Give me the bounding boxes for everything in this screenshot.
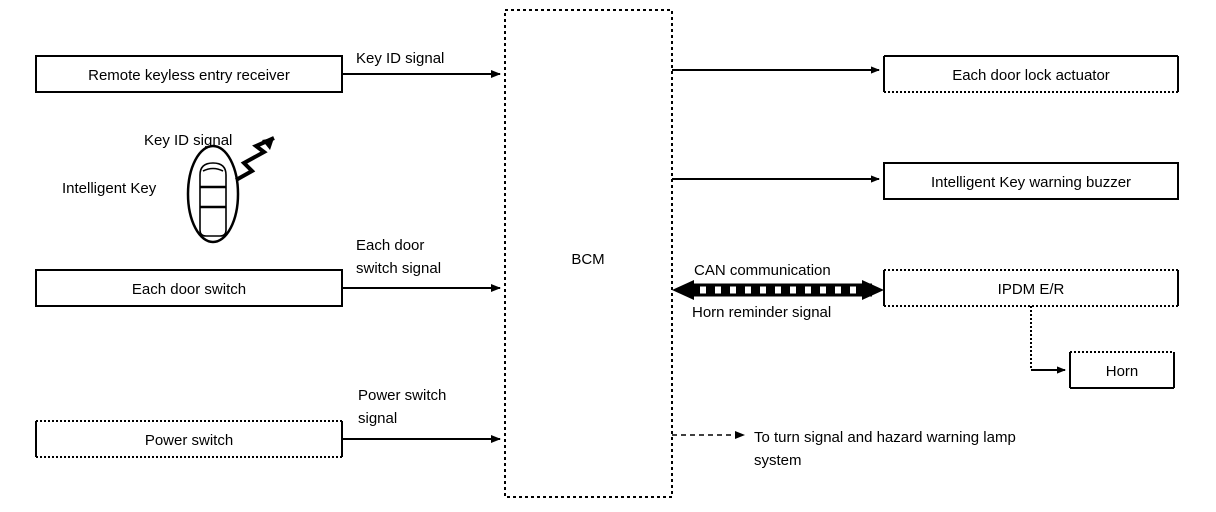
label-key-id-signal-fob: Key ID signal: [144, 132, 232, 149]
label-to-turn-signal-line1: To turn signal and hazard warning lamp: [754, 429, 1016, 446]
box-each-door-switch[interactable]: Each door switch: [35, 269, 343, 307]
label-can-communication: CAN communication: [694, 262, 831, 279]
box-bcm[interactable]: BCM: [504, 9, 673, 498]
connector-ipdm-to-horn: [1030, 306, 1066, 374]
label-each-door-switch-signal-line2: switch signal: [356, 260, 441, 277]
connector-can-bus-bidirectional: [672, 280, 884, 300]
box-power-switch[interactable]: Power switch: [35, 420, 343, 458]
key-fob-icon: [186, 144, 240, 244]
box-intelligent-key-warning-buzzer[interactable]: Intelligent Key warning buzzer: [883, 162, 1179, 200]
box-label-horn: Horn: [1106, 363, 1139, 380]
box-label-warning-buzzer: Intelligent Key warning buzzer: [931, 174, 1131, 191]
box-label-power-switch: Power switch: [145, 432, 233, 449]
box-remote-keyless-entry-receiver[interactable]: Remote keyless entry receiver: [35, 55, 343, 93]
box-label-remote-receiver: Remote keyless entry receiver: [88, 67, 290, 84]
label-each-door-switch-signal-line1: Each door: [356, 237, 424, 254]
label-power-switch-signal-line2: signal: [358, 410, 397, 427]
box-label-each-door-switch: Each door switch: [132, 281, 246, 298]
label-power-switch-signal-line1: Power switch: [358, 387, 446, 404]
box-each-door-lock-actuator[interactable]: Each door lock actuator: [883, 55, 1179, 93]
label-to-turn-signal-line2: system: [754, 452, 802, 469]
box-ipdm-er[interactable]: IPDM E/R: [883, 269, 1179, 307]
box-label-ipdm-er: IPDM E/R: [998, 281, 1065, 298]
label-key-id-signal-top: Key ID signal: [356, 50, 444, 67]
box-label-bcm: BCM: [571, 251, 604, 268]
box-horn[interactable]: Horn: [1069, 351, 1175, 389]
rf-signal-zigzag-icon: [235, 136, 275, 182]
box-label-door-lock-actuator: Each door lock actuator: [952, 67, 1110, 84]
label-horn-reminder-signal: Horn reminder signal: [692, 304, 831, 321]
label-intelligent-key: Intelligent Key: [62, 180, 157, 197]
